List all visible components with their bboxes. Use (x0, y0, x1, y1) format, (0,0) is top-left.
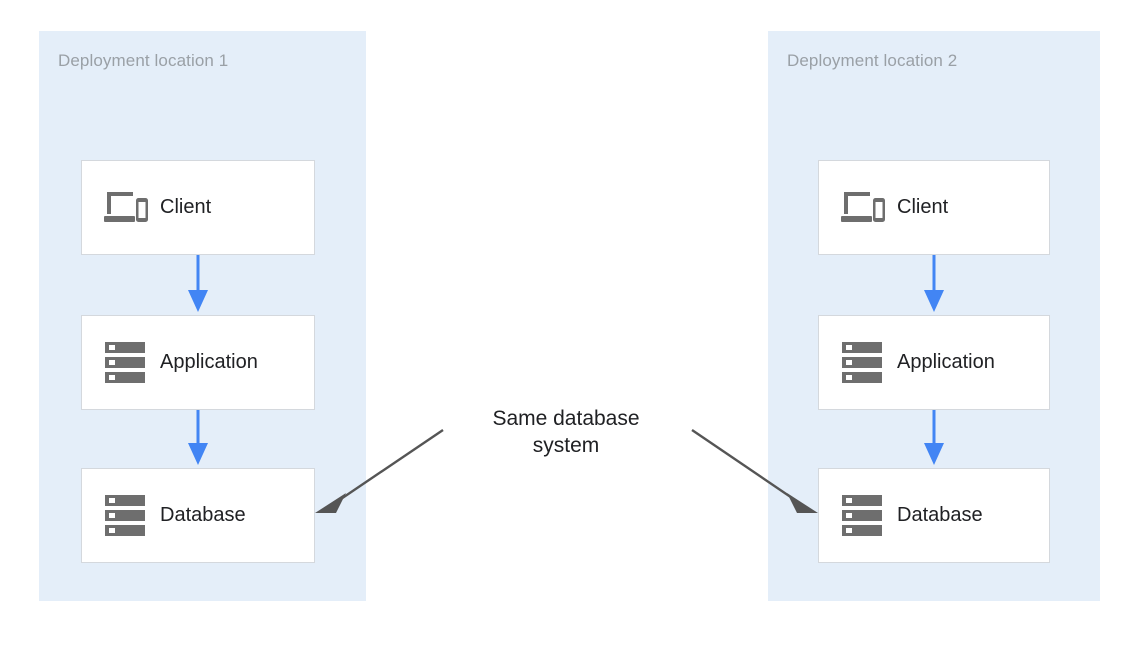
node-label: Client (160, 196, 212, 218)
server-icon (100, 493, 152, 539)
devices-icon (837, 185, 889, 231)
node-application-zone-2[interactable]: Application (818, 315, 1050, 410)
node-label: Application (897, 351, 995, 373)
server-icon (837, 340, 889, 386)
zone-1-title: Deployment location 1 (58, 51, 229, 70)
server-icon (100, 340, 152, 386)
node-label: Database (897, 504, 983, 526)
node-label: Client (897, 196, 949, 218)
node-database-zone-2[interactable]: Database (818, 468, 1050, 563)
server-icon (837, 493, 889, 539)
zone-2-title: Deployment location 2 (787, 51, 958, 70)
callout-label: Same database system (455, 405, 677, 459)
callout-label-line-1: Same database (492, 407, 640, 430)
node-label: Database (160, 504, 246, 526)
node-label: Application (160, 351, 258, 373)
node-client-zone-1[interactable]: Client (81, 160, 315, 255)
node-client-zone-2[interactable]: Client (818, 160, 1050, 255)
devices-icon (100, 185, 152, 231)
node-database-zone-1[interactable]: Database (81, 468, 315, 563)
node-application-zone-1[interactable]: Application (81, 315, 315, 410)
callout-label-line-2: system (532, 434, 600, 457)
